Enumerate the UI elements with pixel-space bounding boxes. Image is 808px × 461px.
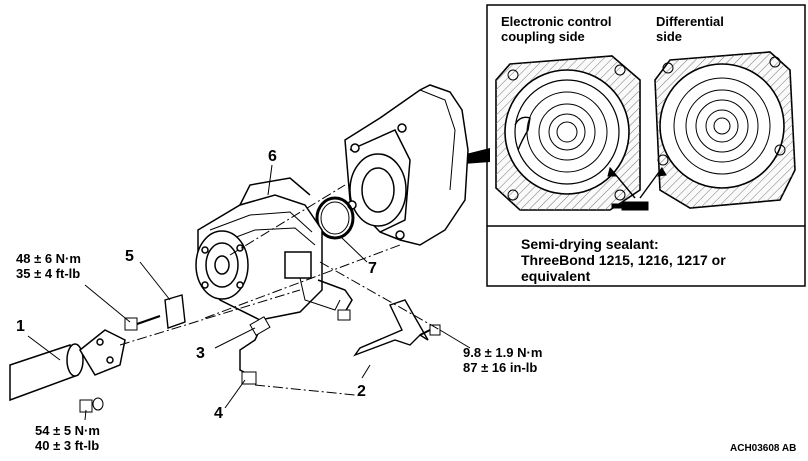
connector: [337, 309, 351, 321]
callout-5: 5: [125, 248, 134, 265]
bracket: [164, 294, 186, 329]
torque-spec-bolt: 48 ± 6 N·m 35 ± 4 ft-lb: [16, 251, 81, 281]
nut: [79, 397, 104, 413]
bolt: [124, 315, 161, 331]
torque-spec-bracket-bolt: 9.8 ± 1.9 N·m 87 ± 16 in-lb: [463, 345, 543, 375]
coupling-side-heading: Electronic control coupling side: [501, 14, 612, 44]
transfer-case: [344, 84, 469, 246]
torque-spec-nut: 54 ± 5 N·m 40 ± 3 ft-lb: [35, 423, 100, 453]
callout-6: 6: [268, 148, 277, 165]
connector-3: [249, 316, 271, 336]
differential-side-face: [654, 51, 796, 209]
callout-3: 3: [196, 345, 205, 362]
connector-4: [241, 371, 257, 385]
electronic-control-coupling: [195, 177, 341, 321]
callout-2: 2: [357, 383, 366, 400]
callout-1: 1: [16, 318, 25, 335]
sealant-tube-icon: [607, 166, 667, 211]
leader-lines: [27, 164, 471, 421]
bracket-2: [353, 299, 429, 357]
callout-4: 4: [214, 405, 223, 422]
sealant-note: Semi-drying sealant: ThreeBond 1215, 121…: [521, 236, 726, 284]
differential-side-heading: Differential side: [656, 14, 724, 44]
figure-code: ACH03608 AB: [730, 443, 797, 454]
propeller-shaft: [9, 329, 126, 402]
alignment-lines: [119, 184, 441, 396]
coupling-side-face: [495, 55, 641, 211]
callout-7: 7: [368, 260, 377, 277]
o-ring: [315, 196, 355, 240]
